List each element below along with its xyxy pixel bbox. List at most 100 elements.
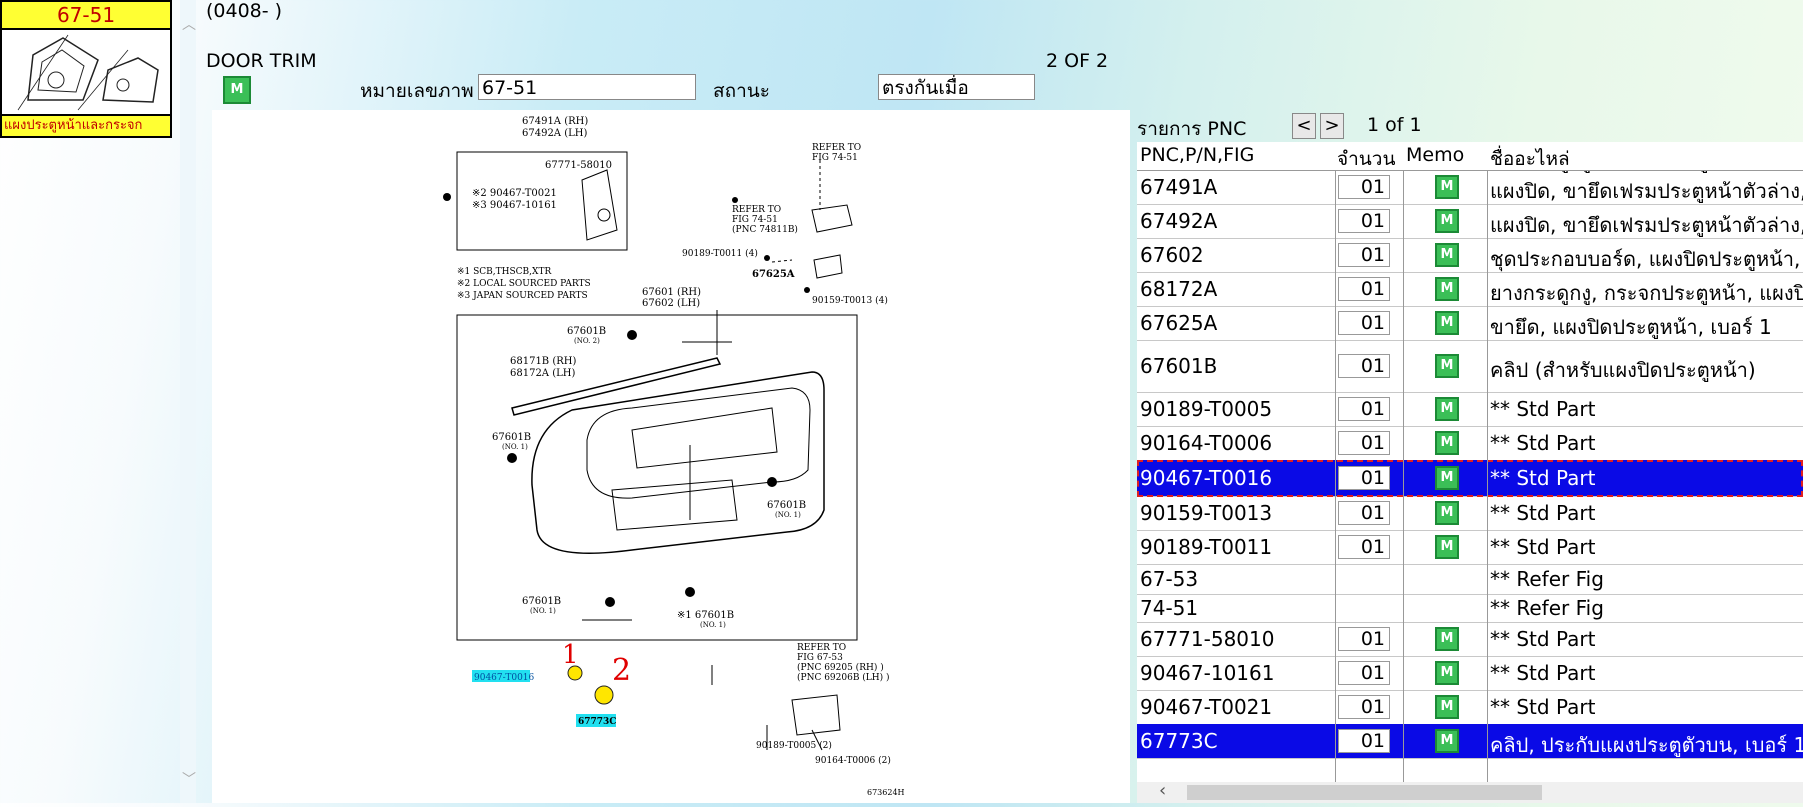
memo-icon[interactable]: M	[1435, 311, 1459, 335]
quantity-input[interactable]: 01	[1338, 627, 1390, 651]
part-name-cell: ** Std Part	[1490, 627, 1596, 651]
memo-icon[interactable]: M	[1435, 209, 1459, 233]
lbl-note3: ※3 JAPAN SOURCED PARTS	[457, 291, 588, 301]
lbl-note1: ※1 SCB,THSCB,XTR	[457, 267, 551, 277]
memo-icon[interactable]: M	[1435, 535, 1459, 559]
lbl-note2: ※2 LOCAL SOURCED PARTS	[457, 279, 591, 289]
lbl-t0005: 90189-T0005 (2)	[756, 740, 832, 751]
quantity-input[interactable]: 01	[1338, 243, 1390, 267]
pnc-cell: 90189-T0005	[1140, 397, 1273, 421]
figure-label: หมายเลขภาพ	[360, 80, 474, 102]
quantity-input[interactable]: 01	[1338, 175, 1390, 199]
table-row[interactable]: 67-53** Refer Fig	[1137, 564, 1803, 595]
pnc-cell: 67625A	[1140, 311, 1218, 335]
prev-page-button[interactable]: <	[1292, 113, 1316, 139]
quantity-input[interactable]: 01	[1338, 397, 1390, 421]
pnc-cell: 67492A	[1140, 209, 1218, 233]
memo-icon[interactable]: M	[1435, 431, 1459, 455]
memo-icon[interactable]: M	[1435, 661, 1459, 685]
memo-icon[interactable]: M	[223, 76, 251, 104]
quantity-input[interactable]: 01	[1338, 277, 1390, 301]
pnc-cell: 67601B	[1140, 354, 1218, 378]
memo-icon[interactable]: M	[1435, 627, 1459, 651]
pnc-cell: 90189-T0011	[1140, 535, 1273, 559]
table-row[interactable]: 67601B 01 M คลิป (สำหรับแผงปิดประตูหน้า)	[1137, 340, 1803, 393]
quantity-input[interactable]: 01	[1338, 535, 1390, 559]
figure-thumbnail[interactable]: 67-51 แผงประตูหน้าและกระจก	[0, 0, 172, 138]
memo-icon[interactable]: M	[1435, 354, 1459, 378]
scroll-down-icon[interactable]: ﹀	[182, 772, 196, 788]
quantity-input[interactable]: 01	[1338, 729, 1390, 753]
lbl-no1c: (NO. 1)	[530, 607, 556, 615]
lbl-67601b-e: ※1 67601B	[677, 610, 734, 621]
lbl-67492a: 67492A (LH)	[522, 128, 587, 139]
lbl-t0011: 90189-T0011 (4)	[682, 248, 758, 259]
memo-icon[interactable]: M	[1435, 243, 1459, 267]
quantity-input[interactable]: 01	[1338, 209, 1390, 233]
memo-icon[interactable]: M	[1435, 729, 1459, 753]
quantity-input[interactable]: 01	[1338, 695, 1390, 719]
col-qty[interactable]: จำนวน	[1337, 148, 1396, 170]
col-memo[interactable]: Memo	[1406, 144, 1465, 166]
memo-icon[interactable]: M	[1435, 277, 1459, 301]
quantity-input[interactable]: 01	[1338, 311, 1390, 335]
pnc-table[interactable]: 68171B01Mยางกระดูกงู, กระจกประตูหน้า, แผ…	[1137, 142, 1803, 782]
scroll-up-icon[interactable]: ︿	[182, 17, 196, 33]
part-name-cell: ชุดประกอบบอร์ด, แผงปิดประตูหน้า, LH	[1490, 247, 1803, 271]
quantity-input[interactable]: 01	[1338, 466, 1390, 490]
memo-icon[interactable]: M	[1435, 501, 1459, 525]
lbl-ref6753a: REFER TO	[797, 643, 846, 653]
memo-icon[interactable]: M	[1435, 397, 1459, 421]
quantity-input[interactable]: 01	[1338, 431, 1390, 455]
table-row[interactable]: 74-51** Refer Fig	[1137, 594, 1803, 623]
lbl-t0006: 90164-T0006 (2)	[815, 755, 891, 766]
quantity-input[interactable]: 01	[1338, 501, 1390, 525]
pnc-cell: 67602	[1140, 243, 1204, 267]
part-name-cell: ขายึด, แผงปิดประตูหน้า, เบอร์ 1	[1490, 315, 1772, 339]
col-pnc[interactable]: PNC,P/N,FIG	[1140, 144, 1255, 166]
status-field[interactable]: ตรงกันเมื่อ	[878, 74, 1035, 100]
part-name-cell: คลิป, ประกับแผงประตูตัวบน, เบอร์ 1	[1490, 733, 1803, 757]
lbl-ref-b: FIG 74-51	[812, 153, 858, 163]
col-part-name[interactable]: ชื่ออะไหล่	[1490, 148, 1570, 170]
exploded-view-drawing: 67491A (RH) 67492A (LH) 67771-58010 ※2 9…	[443, 116, 905, 797]
horizontal-scrollbar[interactable]: ‹	[1137, 780, 1803, 803]
vertical-scrollbar[interactable]: ︿ ﹀	[180, 0, 196, 803]
lbl-67601b-c: 67601B	[767, 500, 806, 511]
scroll-left-icon[interactable]: ‹	[1159, 780, 1167, 801]
part-name-cell: ** Std Part	[1490, 431, 1596, 455]
part-name-cell: ** Std Part	[1490, 466, 1596, 490]
lbl-ref6753c: (PNC 69205 (RH) )	[797, 662, 884, 673]
parts-diagram[interactable]: 67491A (RH) 67492A (LH) 67771-58010 ※2 9…	[212, 110, 1130, 803]
code-range: (0408- )	[206, 0, 283, 22]
handwritten-mark-2: 2	[612, 653, 631, 688]
quantity-input[interactable]: 01	[1338, 354, 1390, 378]
quantity-input[interactable]: 01	[1338, 661, 1390, 685]
memo-icon[interactable]: M	[1435, 695, 1459, 719]
table-row[interactable]: 67625A 01 M ขายึด, แผงปิดประตูหน้า, เบอร์ 1	[1137, 306, 1803, 341]
next-page-button[interactable]: >	[1320, 113, 1344, 139]
memo-icon[interactable]: M	[1435, 175, 1459, 199]
lbl-drawing-number: 673624H	[867, 788, 905, 797]
scroll-thumb[interactable]	[1187, 785, 1542, 800]
lbl-note2-part: ※2 90467-T0021	[472, 188, 557, 199]
part-name-cell: คลิป (สำหรับแผงปิดประตูหน้า)	[1490, 358, 1756, 382]
lbl-ref6753d: (PNC 69206B (LH) )	[797, 672, 890, 683]
pnc-cell: 90467-10161	[1140, 661, 1275, 685]
memo-icon[interactable]: M	[1435, 466, 1459, 490]
figure-number-field[interactable]: 67-51	[478, 74, 696, 100]
lbl-no1a: (NO. 1)	[502, 443, 528, 451]
table-row[interactable]: 67602 01 M ชุดประกอบบอร์ด, แผงปิดประตูหน้า,…	[1137, 238, 1803, 273]
